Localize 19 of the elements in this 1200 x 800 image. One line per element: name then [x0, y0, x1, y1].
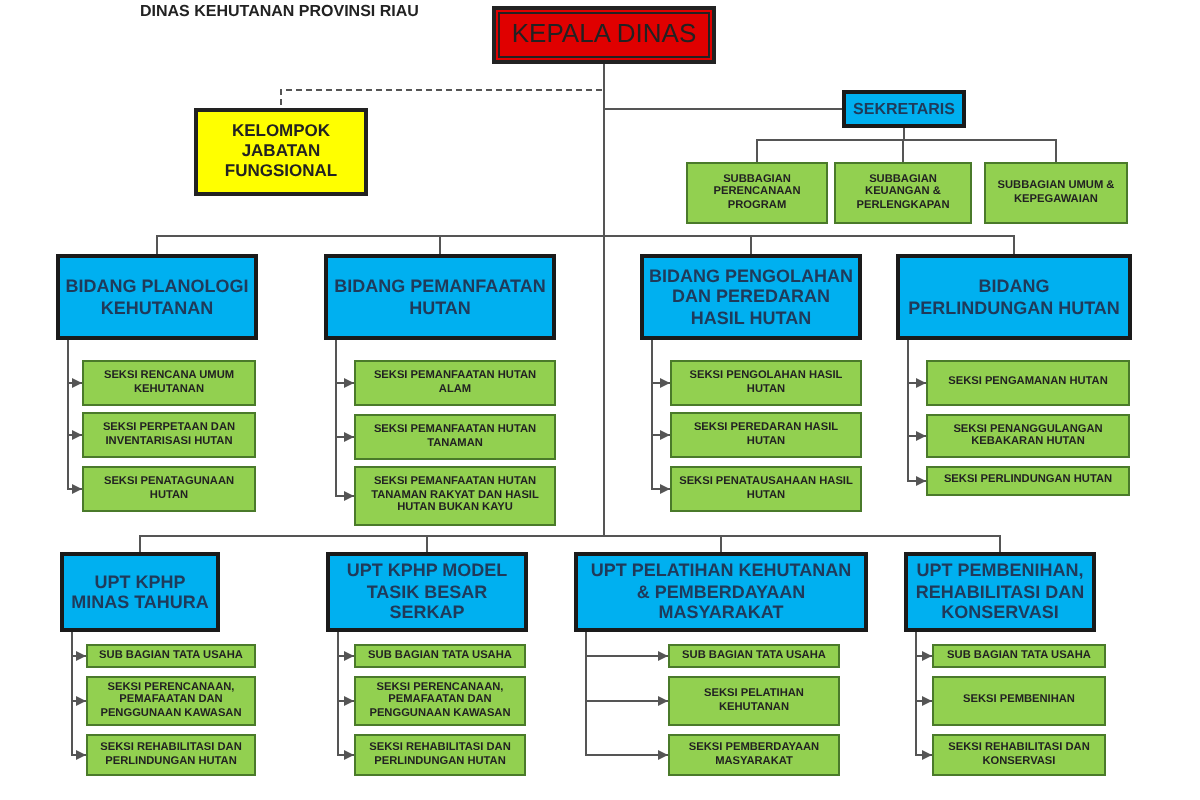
arrow — [335, 339, 355, 501]
arrow — [585, 631, 669, 760]
division-box: BIDANG PLANOLOGI KEHUTANAN — [56, 254, 258, 340]
division-box: BIDANG PERLINDUNGAN HUTAN — [896, 254, 1132, 340]
functional-group-box: KELOMPOK JABATAN FUNGSIONAL — [194, 108, 368, 196]
division-box: UPT PEMBENIHAN, REHABILITASI DAN KONSERVASI — [904, 552, 1096, 632]
arrow — [915, 631, 933, 760]
arrow — [651, 339, 671, 494]
division-box: BIDANG PENGOLAHAN DAN PEREDARAN HASIL HUTAN — [640, 254, 862, 340]
arrow — [907, 339, 927, 486]
division-box: UPT PELATIHAN KEHUTANAN & PEMBERDAYAAN MASYARAKAT — [574, 552, 868, 632]
division-box: BIDANG PEMANFAATAN HUTAN — [324, 254, 556, 340]
secretary-box: SEKRETARIS — [842, 90, 966, 128]
page-title: DINAS KEHUTANAN PROVINSI RIAU — [140, 2, 419, 20]
division-box: UPT KPHP MINAS TAHURA — [60, 552, 220, 632]
division-box: UPT KPHP MODEL TASIK BESAR SERKAP — [326, 552, 528, 632]
arrow — [337, 631, 355, 760]
head-box: KEPALA DINAS — [494, 8, 714, 62]
connector-line — [903, 127, 1057, 163]
